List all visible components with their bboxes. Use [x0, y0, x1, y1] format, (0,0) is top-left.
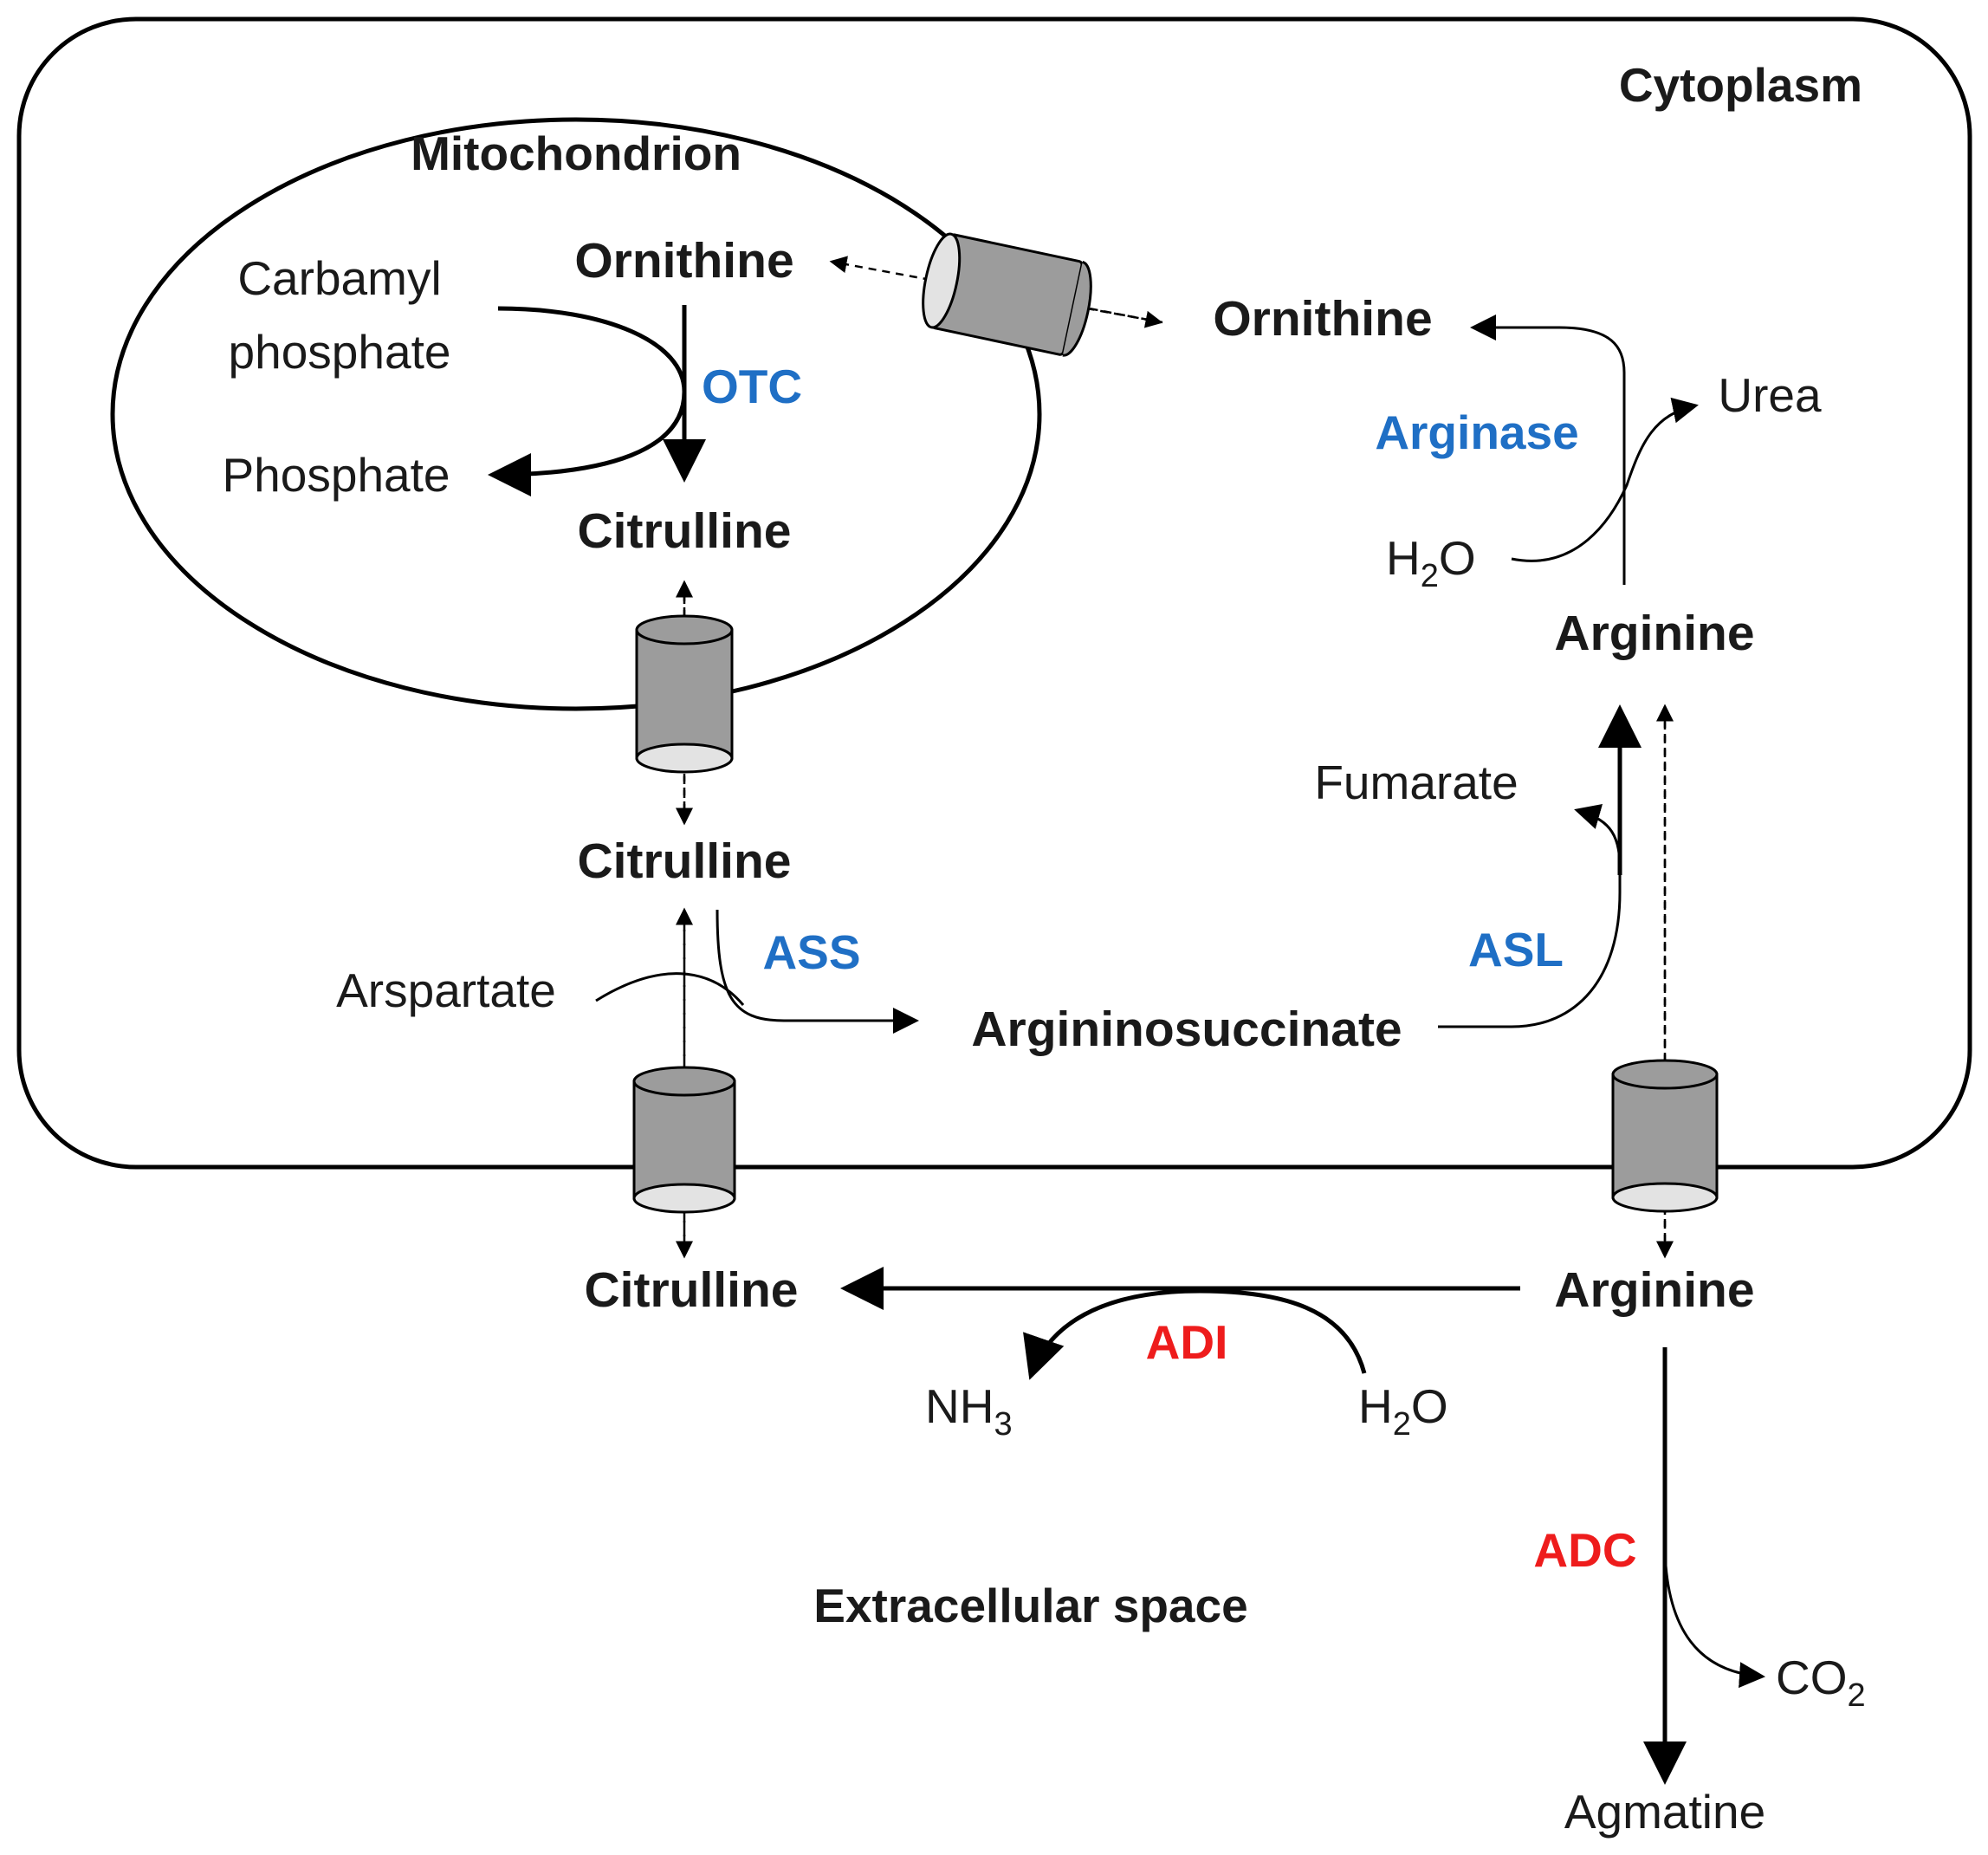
- water-arginase: H2O: [1386, 531, 1476, 594]
- water-adi: H2O: [1358, 1379, 1448, 1443]
- ornithine-transport-dashed-reverse: [1021, 294, 1163, 328]
- asl-curve: [1438, 866, 1622, 1028]
- arginase-label: Arginase: [1375, 405, 1578, 459]
- carbamyl-line1: Carbamyl: [237, 251, 441, 305]
- citrulline-extra: Citrulline: [584, 1262, 798, 1318]
- adi-water-ammonia-arc: [1023, 1288, 1367, 1380]
- citrulline-mito: Citrulline: [577, 503, 791, 559]
- agmatine: Agmatine: [1564, 1785, 1765, 1839]
- ornithine-cyto: Ornithine: [1213, 291, 1432, 347]
- co2-arrow: [1663, 1550, 1765, 1689]
- phosphate: Phosphate: [223, 448, 450, 502]
- arginine-cyto: Arginine: [1554, 606, 1754, 661]
- argininosuccinate: Argininosuccinate: [971, 1002, 1402, 1057]
- mitochondrion-label: Mitochondrion: [411, 126, 741, 180]
- ornithine-channel: [922, 232, 1092, 357]
- fumarate-arrow: [1574, 804, 1622, 867]
- carbamyl-to-phosphate-arrow: [488, 306, 687, 496]
- arginine-extra: Arginine: [1554, 1262, 1754, 1318]
- cell-membrane: [16, 16, 1972, 1170]
- asl-label: ASL: [1468, 923, 1564, 976]
- ass-label: ASS: [762, 925, 860, 979]
- citrulline-extra-channel: [632, 1066, 736, 1214]
- ass-arrow: [716, 909, 919, 1034]
- citrulline-cyto: Citrulline: [577, 833, 791, 889]
- cytoplasm-label: Cytoplasm: [1619, 58, 1862, 112]
- fumarate: Fumarate: [1314, 756, 1518, 809]
- citrulline-mito-channel: [635, 614, 734, 774]
- arginine-channel: [1611, 1059, 1719, 1213]
- ornithine-mito: Ornithine: [574, 233, 793, 289]
- extracellular-label: Extracellular space: [813, 1579, 1247, 1632]
- mitochondrial-membrane: [110, 117, 1042, 711]
- aspartate-join: [595, 972, 745, 1006]
- urea: Urea: [1718, 368, 1822, 422]
- adc-label: ADC: [1533, 1523, 1636, 1577]
- ammonia: NH3: [925, 1379, 1013, 1443]
- arginase-arrow: [1470, 315, 1626, 585]
- co2: CO2: [1776, 1651, 1866, 1714]
- otc-label: OTC: [702, 360, 802, 413]
- water-to-urea-arrow: [1511, 397, 1699, 562]
- carbamyl-line2: phosphate: [229, 325, 451, 379]
- adi-label: ADI: [1146, 1315, 1228, 1369]
- aspartate: Arspartate: [336, 963, 556, 1017]
